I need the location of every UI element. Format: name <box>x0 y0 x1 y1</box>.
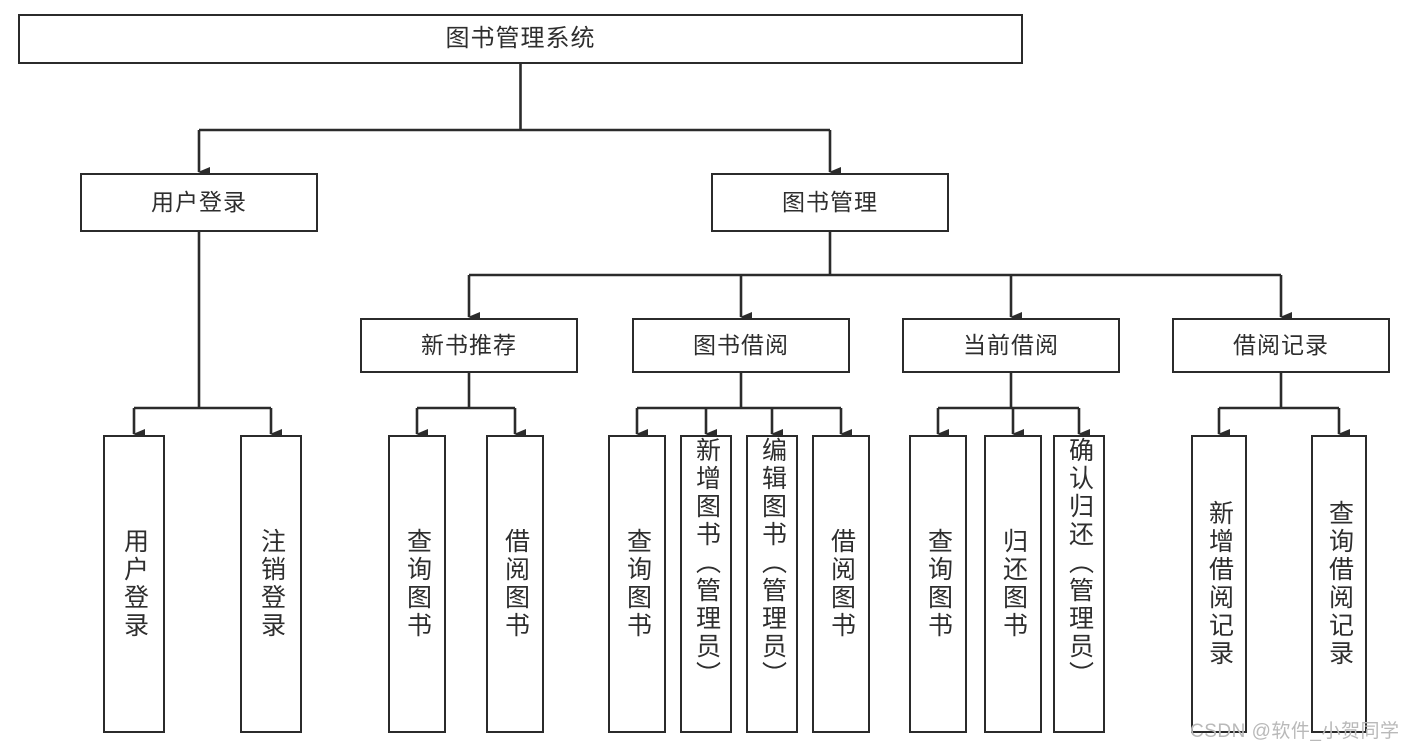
node-root[interactable]: 图书管理系统 <box>18 14 1023 64</box>
node-leaf-edit-book-admin[interactable]: 编辑图书（管理员） <box>746 435 798 733</box>
node-label-new-book-rec: 新书推荐 <box>421 331 517 358</box>
node-label-book-borrow: 图书借阅 <box>693 331 789 358</box>
node-label-leaf-query-book-3: 查询图书 <box>924 528 953 640</box>
node-label-leaf-confirm-return-admin: 确认归还（管理员） <box>1065 437 1094 689</box>
node-leaf-return-book[interactable]: 归还图书 <box>984 435 1042 733</box>
node-label-leaf-query-book-2: 查询图书 <box>623 528 652 640</box>
node-leaf-borrow-book-2[interactable]: 借阅图书 <box>812 435 870 733</box>
node-current-borrow[interactable]: 当前借阅 <box>902 318 1120 373</box>
node-label-current-borrow: 当前借阅 <box>963 331 1059 358</box>
node-label-root: 图书管理系统 <box>445 24 596 52</box>
node-label-borrow-record: 借阅记录 <box>1233 331 1329 358</box>
node-user-login[interactable]: 用户登录 <box>80 173 318 232</box>
node-label-leaf-logout: 注销登录 <box>257 528 286 640</box>
node-label-leaf-return-book: 归还图书 <box>999 528 1028 640</box>
csdn-watermark: CSDN @软件_小贺同学 <box>1190 721 1400 742</box>
node-leaf-logout[interactable]: 注销登录 <box>240 435 302 733</box>
node-book-borrow[interactable]: 图书借阅 <box>632 318 850 373</box>
node-label-leaf-add-book-admin: 新增图书（管理员） <box>692 437 721 689</box>
node-leaf-confirm-return-admin[interactable]: 确认归还（管理员） <box>1053 435 1105 733</box>
node-leaf-query-book-1[interactable]: 查询图书 <box>388 435 446 733</box>
node-label-user-login: 用户登录 <box>151 188 247 215</box>
node-leaf-query-borrow-record[interactable]: 查询借阅记录 <box>1311 435 1367 733</box>
node-label-leaf-borrow-book-2: 借阅图书 <box>827 528 856 640</box>
node-label-leaf-query-borrow-record: 查询借阅记录 <box>1325 500 1354 668</box>
node-leaf-query-book-3[interactable]: 查询图书 <box>909 435 967 733</box>
node-label-leaf-user-login: 用户登录 <box>120 528 149 640</box>
node-leaf-borrow-book-1[interactable]: 借阅图书 <box>486 435 544 733</box>
node-label-leaf-query-book-1: 查询图书 <box>403 528 432 640</box>
node-book-manage[interactable]: 图书管理 <box>711 173 949 232</box>
node-new-book-rec[interactable]: 新书推荐 <box>360 318 578 373</box>
node-leaf-add-book-admin[interactable]: 新增图书（管理员） <box>680 435 732 733</box>
node-label-book-manage: 图书管理 <box>782 188 878 215</box>
node-label-leaf-edit-book-admin: 编辑图书（管理员） <box>758 437 787 689</box>
node-borrow-record[interactable]: 借阅记录 <box>1172 318 1390 373</box>
node-leaf-query-book-2[interactable]: 查询图书 <box>608 435 666 733</box>
node-label-leaf-add-borrow-record: 新增借阅记录 <box>1205 500 1234 668</box>
node-leaf-add-borrow-record[interactable]: 新增借阅记录 <box>1191 435 1247 733</box>
node-leaf-user-login[interactable]: 用户登录 <box>103 435 165 733</box>
node-label-leaf-borrow-book-1: 借阅图书 <box>501 528 530 640</box>
